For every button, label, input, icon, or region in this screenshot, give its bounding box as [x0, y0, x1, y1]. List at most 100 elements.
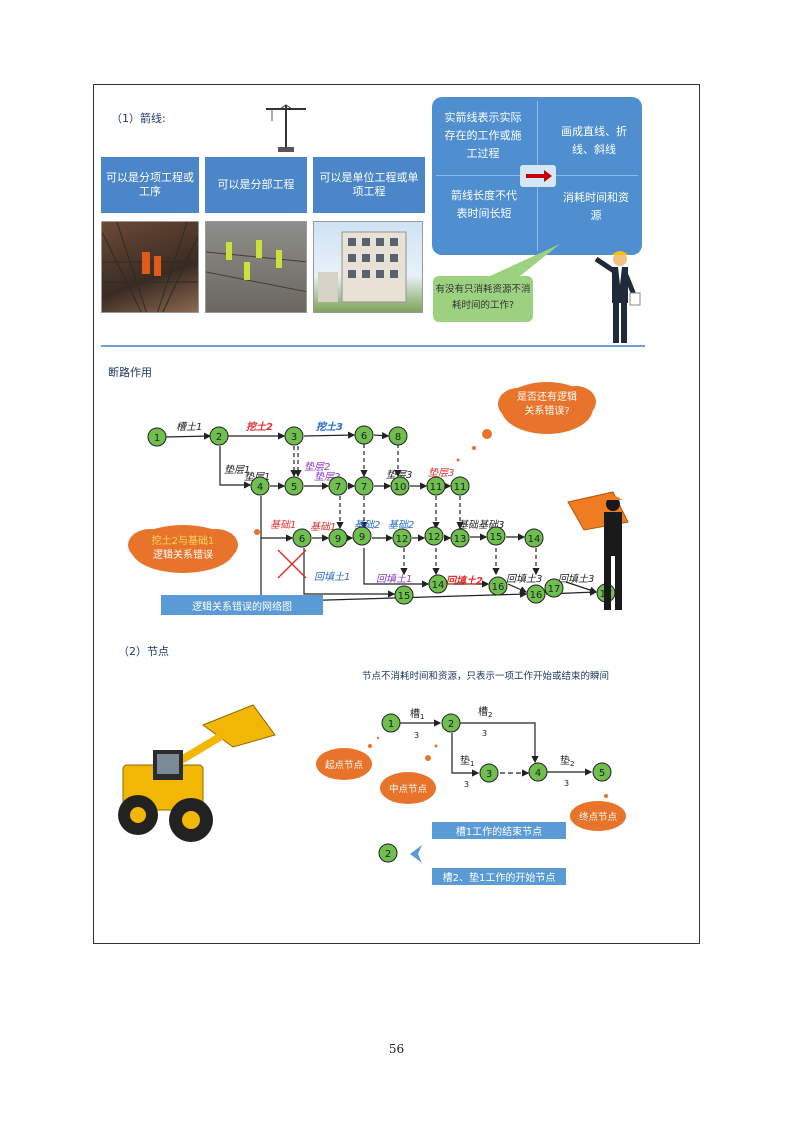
error-cloud: 挖土2与基础1 逻辑关系错误: [128, 525, 260, 573]
network-node: 15: [486, 526, 506, 546]
legend-start-node-caption: 槽2、垫1工作的开始节点: [432, 868, 566, 885]
network-node: 14: [524, 528, 544, 548]
network-node: 11: [450, 476, 470, 496]
node-circle: 2: [441, 713, 461, 733]
network-node: 10: [390, 476, 410, 496]
node-circle: 4: [528, 762, 548, 782]
panel-text-solid-arrow: 实箭线表示实际存在的工作或施工过程: [444, 111, 522, 160]
svg-text:挖土2与基础1: 挖土2与基础1: [152, 534, 215, 547]
panel-text-consume: 消耗时间和资源: [563, 191, 629, 222]
label-trench-1: 槽土1: [176, 421, 202, 433]
cloud-question-text-1: 是否还有逻辑: [517, 390, 577, 403]
engineer-blueprint-icon: [567, 491, 629, 610]
node-note: 节点不消耗时间和资源，只表示一项工作开始或结束的瞬间: [362, 671, 610, 682]
building-photo: [313, 221, 423, 313]
label-cushion-1a: 垫层1: [224, 464, 250, 476]
concrete-workers-photo: [205, 221, 307, 313]
svg-text:终点节点: 终点节点: [579, 811, 618, 823]
label-cushion-3a: 垫层3: [386, 469, 412, 481]
edge-duration-12: 3: [414, 731, 419, 740]
svg-text:11: 11: [430, 482, 443, 493]
svg-text:11: 11: [454, 482, 467, 493]
svg-text:2: 2: [385, 849, 391, 860]
red-arrow-icon: [520, 165, 556, 187]
page-frame: [93, 84, 700, 944]
network-node: 7: [354, 476, 374, 496]
svg-text:逻辑关系错误: 逻辑关系错误: [153, 548, 213, 561]
end-node-cloud: 终点节点: [570, 794, 626, 831]
svg-text:4: 4: [535, 768, 541, 779]
label-backfill-1b: 回填土1: [376, 573, 412, 585]
svg-text:9: 9: [335, 534, 341, 545]
network-node: 6: [354, 425, 374, 445]
edge-duration-45: 3: [564, 779, 569, 788]
wheel-loader-icon: [118, 704, 276, 842]
edge-label-cushion-1: 垫1: [460, 754, 474, 768]
network-node: 16: [488, 576, 508, 596]
network-node: 9: [352, 526, 372, 546]
label-backfill-1a: 回填土1: [314, 571, 350, 583]
network-node: 1: [147, 427, 167, 447]
svg-text:4: 4: [257, 482, 263, 493]
section-divider: [101, 345, 645, 347]
panel-text-shapes: 画成直线、折线、斜线: [561, 125, 627, 156]
network-node: 16: [526, 584, 546, 604]
svg-text:13: 13: [454, 534, 467, 545]
network-node: 11: [426, 476, 446, 496]
network-node: 14: [428, 574, 448, 594]
question-bubble: 有没有只消耗资源不消耗时间的工作?: [433, 276, 533, 322]
network-node: 6: [292, 528, 312, 548]
svg-text:5: 5: [599, 768, 605, 779]
edge-label-cushion-2: 垫2: [560, 754, 574, 768]
section-heading-break: 断路作用: [108, 366, 152, 379]
label-dig-2: 挖土2: [246, 421, 273, 433]
node-circle: 1: [381, 713, 401, 733]
label-base-1a: 基础1: [270, 519, 296, 531]
svg-text:14: 14: [528, 534, 541, 545]
svg-text:5: 5: [291, 482, 297, 493]
svg-text:12: 12: [428, 532, 441, 543]
svg-text:10: 10: [394, 482, 407, 493]
edge-label-trench-1: 槽1: [410, 707, 424, 721]
svg-text:7: 7: [335, 482, 341, 493]
svg-text:15: 15: [398, 591, 411, 602]
rebar-workers-photo: [101, 221, 199, 313]
section-heading-arrow: （1）箭线:: [111, 112, 166, 125]
node-circle: 3: [479, 763, 499, 783]
arrow-scope-box-3: 可以是单位工程或单项工程: [313, 157, 425, 213]
arrow-properties-panel: 实箭线表示实际存在的工作或施工过程 箭线长度不代表时间长短 画成直线、折线、斜线…: [432, 97, 642, 255]
cloud-question-text-2: 关系错误?: [524, 404, 569, 417]
start-node-cloud: 起点节点: [316, 736, 380, 780]
label-cushion-2a: 垫层2: [304, 461, 330, 473]
network-node: 9: [328, 528, 348, 548]
panel-text-length: 箭线长度不代表时间长短: [451, 189, 517, 220]
svg-text:中点节点: 中点节点: [389, 783, 428, 795]
network-node: 2: [209, 426, 229, 446]
svg-text:6: 6: [361, 431, 367, 442]
edge-duration-24: 3: [482, 729, 487, 738]
arrow-scope-box-1: 可以是分项工程或工序: [101, 157, 199, 213]
network-node: 3: [284, 426, 304, 446]
svg-text:2: 2: [448, 719, 454, 730]
svg-text:3: 3: [486, 769, 492, 780]
svg-text:3: 3: [291, 432, 297, 443]
network-node: 8: [388, 426, 408, 446]
crane-icon: [266, 104, 306, 152]
svg-text:1: 1: [154, 433, 160, 444]
edge-label-trench-2: 槽2: [478, 705, 492, 719]
network-node: 12: [392, 528, 412, 548]
legend-end-node-caption: 槽1工作的结束节点: [432, 822, 566, 839]
label-dig-3: 挖土3: [316, 421, 343, 433]
presenter-person-icon: [594, 251, 641, 343]
node-circle: 5: [592, 762, 612, 782]
svg-text:8: 8: [395, 432, 401, 443]
svg-text:17: 17: [548, 584, 561, 595]
svg-text:14: 14: [432, 580, 445, 591]
page-number: 56: [388, 1042, 405, 1056]
network-node: 7: [328, 476, 348, 496]
question-cloud: 是否还有逻辑 关系错误?: [456, 382, 596, 462]
diagram-caption: 逻辑关系错误的网络图: [161, 595, 323, 615]
svg-text:6: 6: [299, 534, 305, 545]
middle-node-cloud: 中点节点: [380, 744, 438, 804]
label-cushion-3b: 垫层3: [428, 467, 454, 479]
